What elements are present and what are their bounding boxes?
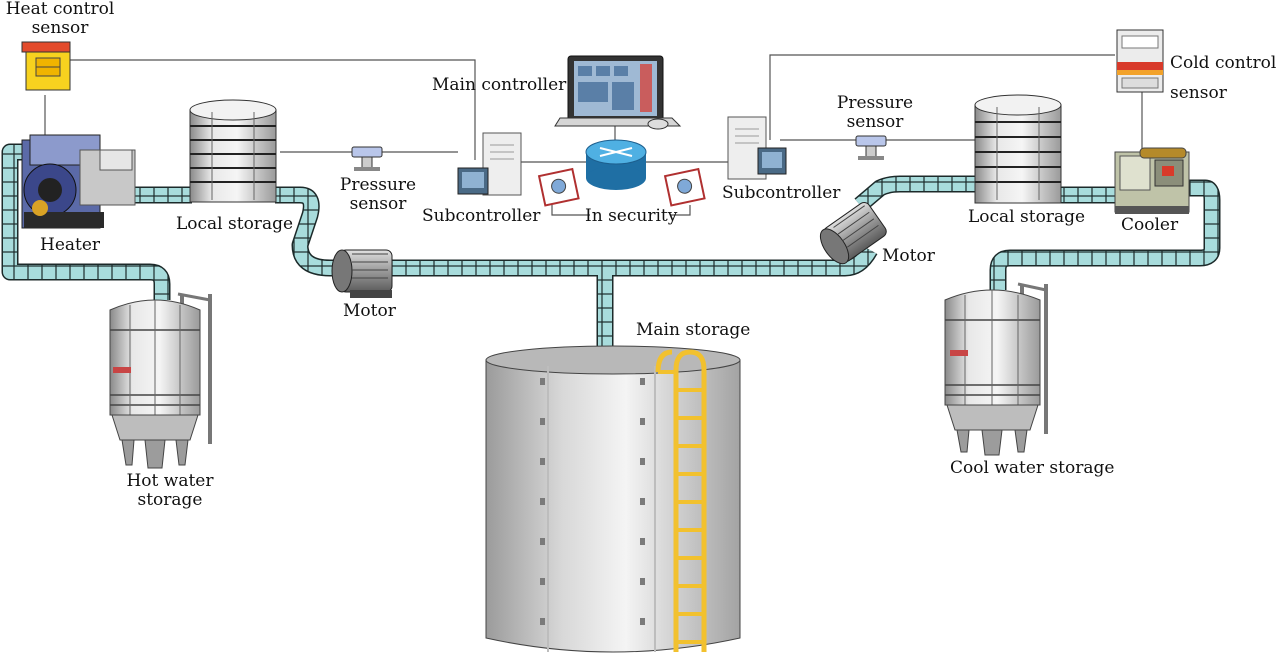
pipe-network — [1, 143, 1221, 372]
pressure-sensor-left-label: Pressure sensor — [339, 175, 417, 214]
main-storage-ladder-icon — [655, 349, 707, 652]
local-storage-right-label: Local storage — [968, 207, 1086, 227]
main-storage-label: Main storage — [636, 320, 751, 340]
cooler-label: Cooler — [1121, 215, 1179, 235]
motor-left-label: Motor — [343, 301, 396, 321]
security-certificate-right-icon — [663, 167, 706, 207]
subcontroller-left-label: Subcontroller — [422, 206, 541, 226]
main-controller-label: Main controller — [432, 75, 567, 95]
local-storage-left-label: Local storage — [176, 214, 294, 234]
motor-right-icon — [819, 201, 887, 265]
cool-water-storage-label: Cool water storage — [950, 458, 1115, 478]
subcontroller-left-server-icon — [457, 132, 522, 196]
cold-control-sensor-icon — [1116, 29, 1164, 93]
heat-control-sensor-label: Heat control sensor — [5, 0, 115, 38]
heater-label: Heater — [40, 235, 101, 255]
hot-water-storage-label: Hot water storage — [126, 471, 214, 510]
pressure-sensor-right-icon — [855, 135, 887, 160]
security-certificate-left-icon — [537, 167, 580, 207]
subcontroller-right-label: Subcontroller — [722, 183, 841, 203]
router-icon — [585, 139, 647, 190]
local-storage-left-tank-icon — [189, 99, 277, 203]
motor-right-label: Motor — [882, 246, 935, 266]
main-controller-computer-icon — [554, 55, 682, 130]
heat-control-sensor-icon — [21, 41, 71, 91]
motor-left-icon — [331, 249, 393, 298]
pressure-sensor-right-label: Pressure sensor — [836, 93, 914, 132]
hot-water-storage-tower-icon — [109, 292, 212, 469]
cold-control-sensor-label: Cold control sensor — [1170, 53, 1277, 103]
heater-icon — [21, 134, 136, 229]
pressure-sensor-left-icon — [351, 146, 383, 171]
subcontroller-right-server-icon — [727, 116, 787, 180]
cool-water-storage-tower-icon — [944, 282, 1048, 456]
cooler-icon — [1114, 147, 1190, 214]
local-storage-right-tank-icon — [974, 94, 1062, 204]
in-security-label: In security — [585, 206, 678, 226]
